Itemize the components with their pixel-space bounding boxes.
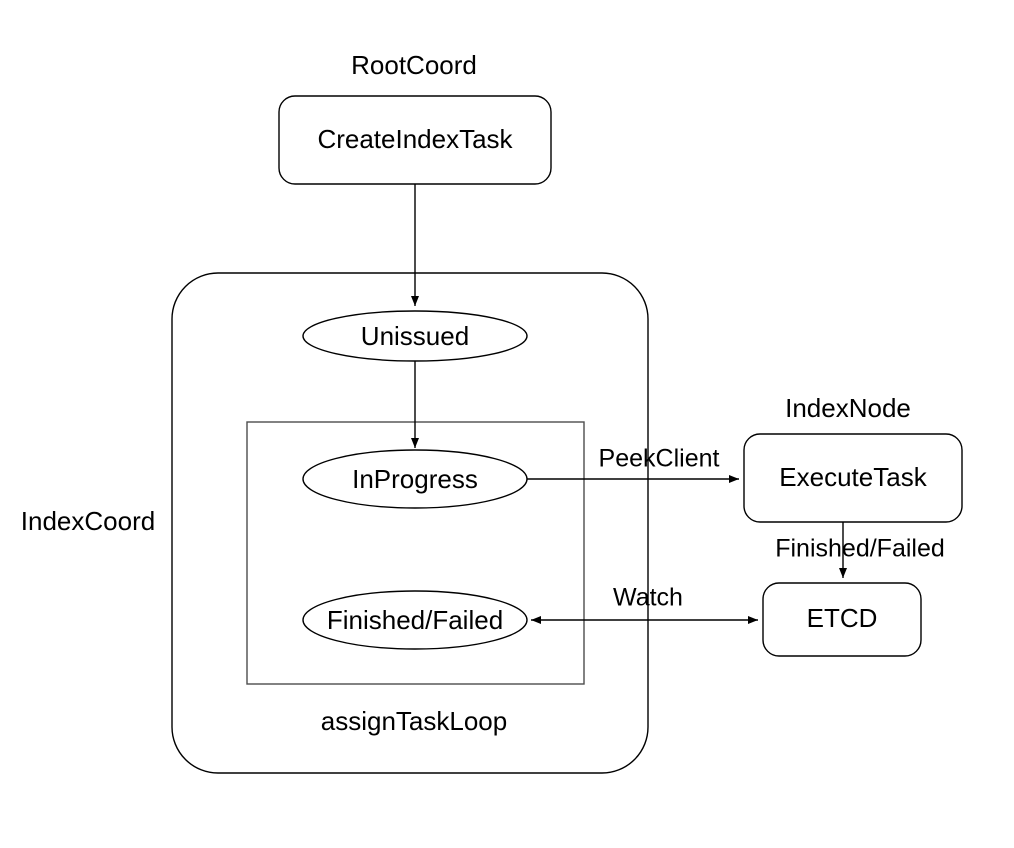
- node-finished-failed-state-shape: [302, 590, 528, 650]
- edge-execute-to-etcd-label: Finished/Failed: [775, 535, 945, 563]
- label-rootcoord: RootCoord: [351, 50, 477, 80]
- group-assigntaskloop-label: assignTaskLoop: [321, 706, 507, 736]
- edge-etcd-to-finished-label: Watch: [613, 584, 683, 612]
- node-create-index-task-shape: [278, 95, 552, 185]
- node-unissued[interactable]: Unissued: [302, 310, 528, 362]
- edge-etcd-to-finished: Watch: [531, 584, 758, 624]
- node-create-index-task[interactable]: CreateIndexTask: [278, 95, 552, 185]
- group-indexcoord-outline: [171, 272, 649, 774]
- edge-inprogress-to-execute-label: PeekClient: [599, 445, 720, 473]
- node-finished-failed-state[interactable]: Finished/Failed: [302, 590, 528, 650]
- node-inprogress-label: InProgress: [352, 464, 478, 494]
- node-inprogress-shape: [302, 449, 528, 509]
- node-execute-task-label: ExecuteTask: [779, 462, 927, 492]
- edge-inprogress-to-execute: PeekClient: [527, 445, 739, 483]
- node-etcd-shape: [762, 582, 922, 657]
- node-create-index-task-label: CreateIndexTask: [317, 124, 513, 154]
- node-execute-task[interactable]: ExecuteTask: [743, 433, 963, 523]
- label-indexnode: IndexNode: [785, 393, 911, 423]
- group-indexcoord[interactable]: IndexCoord: [21, 272, 649, 774]
- node-execute-task-shape: [743, 433, 963, 523]
- node-finished-failed-state-label: Finished/Failed: [327, 605, 503, 635]
- node-etcd[interactable]: ETCD: [762, 582, 922, 657]
- node-etcd-label: ETCD: [807, 603, 878, 633]
- node-unissued-shape: [302, 310, 528, 362]
- node-inprogress[interactable]: InProgress: [302, 449, 528, 509]
- node-unissued-label: Unissued: [361, 321, 469, 351]
- group-indexcoord-label: IndexCoord: [21, 506, 155, 536]
- edge-execute-to-etcd: Finished/Failed: [775, 522, 945, 578]
